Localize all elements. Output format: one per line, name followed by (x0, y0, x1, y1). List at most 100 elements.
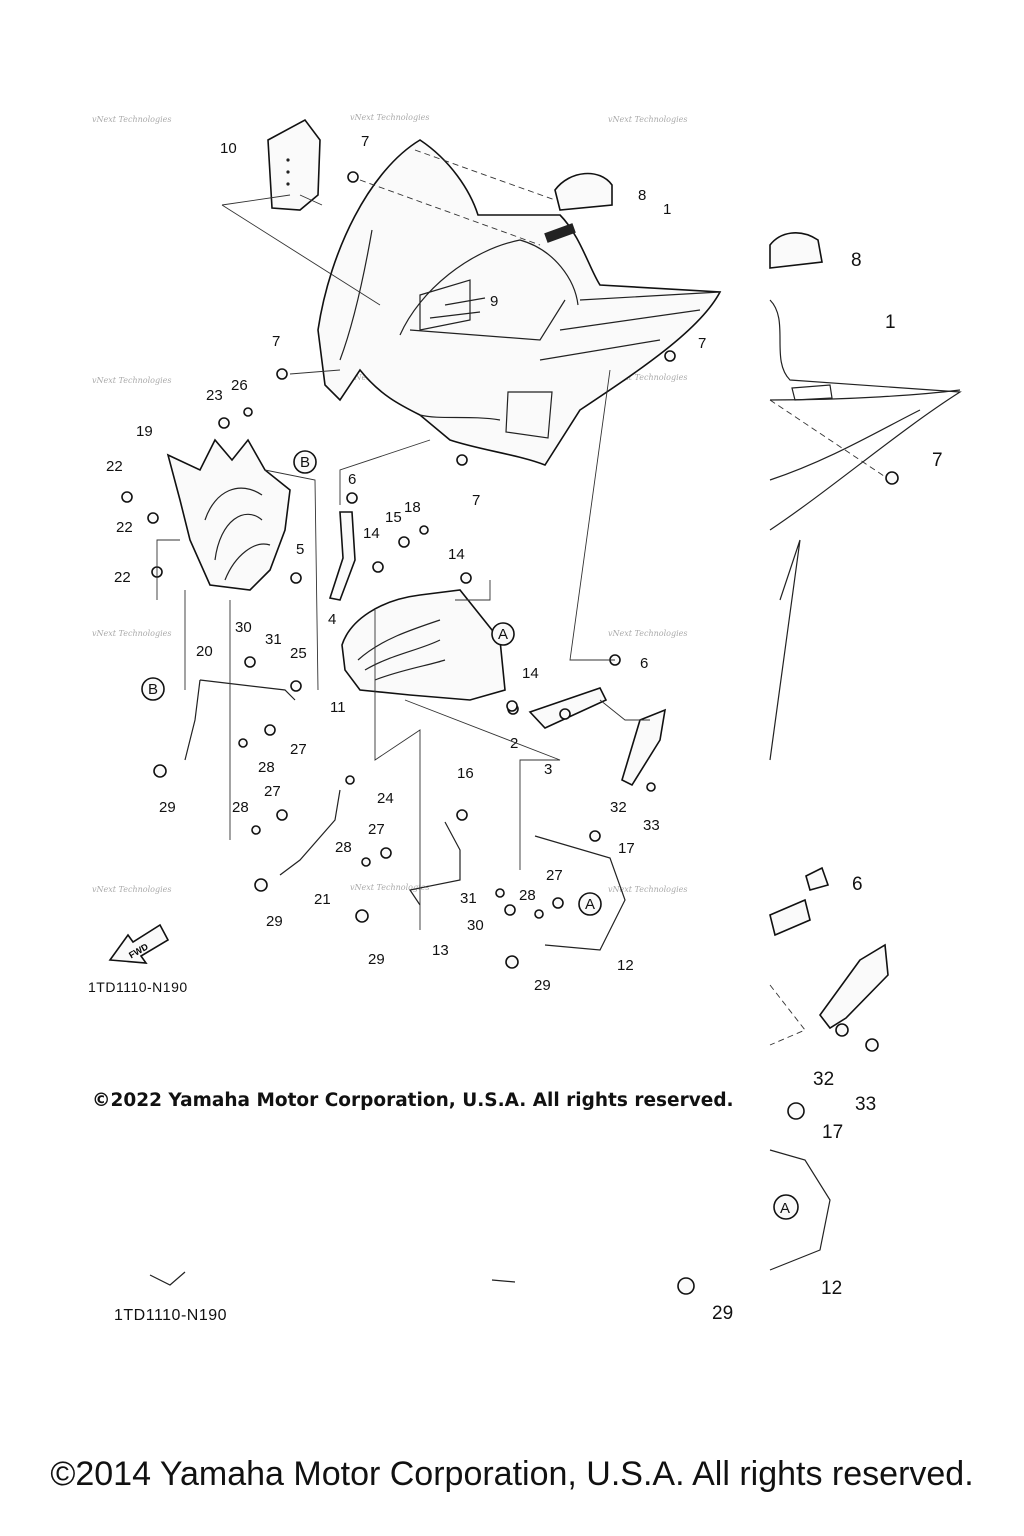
ref-label-a: A (585, 896, 595, 913)
zoom-callout-12: 12 (821, 1278, 842, 1299)
callout-14: 14 (522, 665, 539, 682)
callout-7: 7 (361, 133, 369, 150)
callout-31: 31 (265, 631, 282, 648)
zoom-callout-29: 29 (712, 1303, 733, 1324)
callout-5: 5 (296, 541, 304, 558)
callout-29: 29 (534, 977, 551, 994)
guide-lines (156, 149, 650, 930)
callout-17: 17 (618, 840, 635, 857)
diagram-code: 1TD1110-N190 (88, 979, 188, 995)
callout-8: 8 (638, 187, 646, 204)
zoom-callout-6: 6 (852, 874, 863, 895)
callout-7: 7 (272, 333, 280, 350)
callout-28: 28 (519, 887, 536, 904)
watermark: vNext Technologies (608, 629, 687, 638)
callout-22: 22 (116, 519, 133, 536)
callout-3: 3 (544, 761, 552, 778)
callout-7: 7 (472, 492, 480, 509)
ref-circle-b (293, 450, 317, 474)
callout-14: 14 (448, 546, 465, 563)
ref-label-a: A (498, 626, 508, 643)
callout-19: 19 (136, 423, 153, 440)
ref-label-b: B (300, 454, 310, 471)
rear-fender (317, 139, 722, 466)
fwd-arrow-icon: FWD (108, 923, 170, 964)
watermark: vNext Technologies (350, 883, 429, 892)
callout-25: 25 (290, 645, 307, 662)
stay-20 (184, 679, 296, 761)
reflector (554, 172, 613, 211)
zoom-callout-32: 32 (813, 1069, 834, 1090)
callout-27: 27 (546, 867, 563, 884)
ref-label-a: A (780, 1200, 790, 1217)
callout-11: 11 (330, 699, 346, 716)
callout-29: 29 (266, 913, 283, 930)
mud-flap (267, 118, 321, 211)
callout-23: 23 (206, 387, 223, 404)
ref-circle-a (491, 622, 515, 646)
callout-27: 27 (290, 741, 307, 758)
callout-27: 27 (368, 821, 385, 838)
ref-label-b: B (148, 681, 158, 698)
zoom-callout-33: 33 (855, 1094, 876, 1115)
watermark: vNext Technologies (92, 376, 171, 385)
callout-27: 27 (264, 783, 281, 800)
stay-12 (534, 835, 626, 951)
zoomed-inset: A 8 1 7 6 32 33 17 12 29 (149, 232, 962, 1324)
callout-1: 1 (663, 201, 671, 218)
watermark: vNext Technologies (608, 885, 687, 894)
watermark: vNext Technologies (608, 115, 687, 124)
callout-31: 31 (460, 890, 477, 907)
stay-13 (409, 821, 461, 906)
callout-26: 26 (231, 377, 248, 394)
ref-circle-b (141, 677, 165, 701)
fasteners (121, 171, 676, 969)
callout-7: 7 (698, 335, 706, 352)
callout-21: 21 (314, 891, 331, 908)
flap-rivet (286, 158, 290, 162)
callout-10: 10 (220, 140, 237, 157)
callout-28: 28 (335, 839, 352, 856)
callout-22: 22 (106, 458, 123, 475)
flap-rivet (286, 170, 290, 174)
watermark: vNext Technologies (92, 885, 171, 894)
callout-33: 33 (643, 817, 660, 834)
callout-14: 14 (363, 525, 380, 542)
callout-30: 30 (467, 917, 484, 934)
ref-circle-a (578, 892, 602, 916)
flap-rivet (286, 182, 290, 186)
zoom-callout-8: 8 (851, 250, 862, 271)
reference-markers: B B A A (141, 450, 602, 916)
copyright-notice: ©2022 Yamaha Motor Corporation, U.S.A. A… (92, 1090, 734, 1111)
left-side-cover (166, 438, 291, 591)
callout-28: 28 (258, 759, 275, 776)
right-side-cover (341, 589, 506, 701)
watermark: vNext Technologies (92, 629, 171, 638)
bracket-4 (328, 511, 356, 601)
watermark: vNext Technologies (350, 113, 429, 122)
callout-28: 28 (232, 799, 249, 816)
callout-15: 15 (385, 509, 402, 526)
callout-13: 13 (432, 942, 449, 959)
callout-6: 6 (640, 655, 648, 672)
bracket-32 (621, 708, 667, 787)
watermark: vNext Technologies (92, 115, 171, 124)
callout-12: 12 (617, 957, 634, 974)
callout-29: 29 (368, 951, 385, 968)
stay-21 (279, 789, 341, 876)
callout-29: 29 (159, 799, 176, 816)
zoom-callout-7: 7 (932, 450, 943, 471)
diagram-code: 1TD1110-N190 (114, 1307, 228, 1324)
callout-18: 18 (404, 499, 421, 516)
zoom-callout-17: 17 (822, 1122, 843, 1143)
callout-22: 22 (114, 569, 131, 586)
watermark: vNext Technologies (608, 373, 687, 382)
zoom-callout-1: 1 (885, 312, 896, 333)
bracket-2 (528, 687, 608, 729)
callout-16: 16 (457, 765, 474, 782)
callout-30: 30 (235, 619, 252, 636)
callout-2: 2 (510, 735, 518, 752)
callout-20: 20 (196, 643, 213, 660)
callout-labels: 1 2 3 4 5 6 6 7 7 7 7 8 9 10 11 12 13 14… (106, 133, 706, 994)
